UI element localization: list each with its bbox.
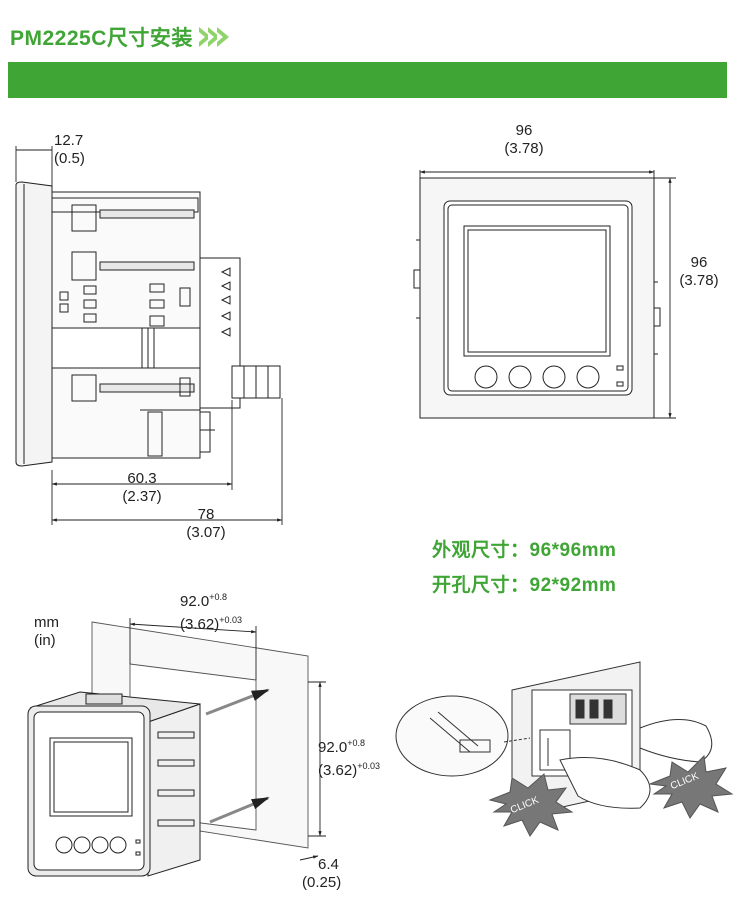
front-depth-label: 12.7 (0.5) (54, 132, 85, 167)
title-text: PM2225C尺寸安装 (10, 27, 193, 50)
click-starburst-right (649, 754, 734, 819)
front-view-dimensions (419, 170, 676, 419)
side-view (15, 181, 281, 467)
double-chevron-right-icon (198, 27, 229, 47)
outer-size-spec: 外观尺寸：96*96mm (432, 540, 617, 561)
front-view (413, 177, 661, 419)
side-view-dimensions (15, 146, 283, 525)
cutout-height-label: 92.0+0.8 (3.62)+0.03 (318, 738, 380, 779)
header-bar (8, 62, 727, 98)
front-width-label: 96 (3.78) (504, 122, 544, 157)
click-starburst-left (488, 773, 574, 837)
meter-perspective (27, 691, 201, 877)
total-depth-label: 78 (3.07) (186, 506, 226, 541)
cutout-width-label: 92.0+0.8 (3.62)+0.03 (180, 592, 242, 633)
body-depth-label: 60.3 (2.37) (122, 470, 162, 505)
units-label: mm (in) (34, 614, 59, 649)
page-title: PM2225C尺寸安装 (10, 22, 229, 52)
panel-thickness-label: 6.4 (0.25) (302, 856, 342, 891)
cutout-size-spec: 开孔尺寸：92*92mm (432, 575, 617, 596)
front-height-label: 96 (3.78) (679, 254, 719, 289)
